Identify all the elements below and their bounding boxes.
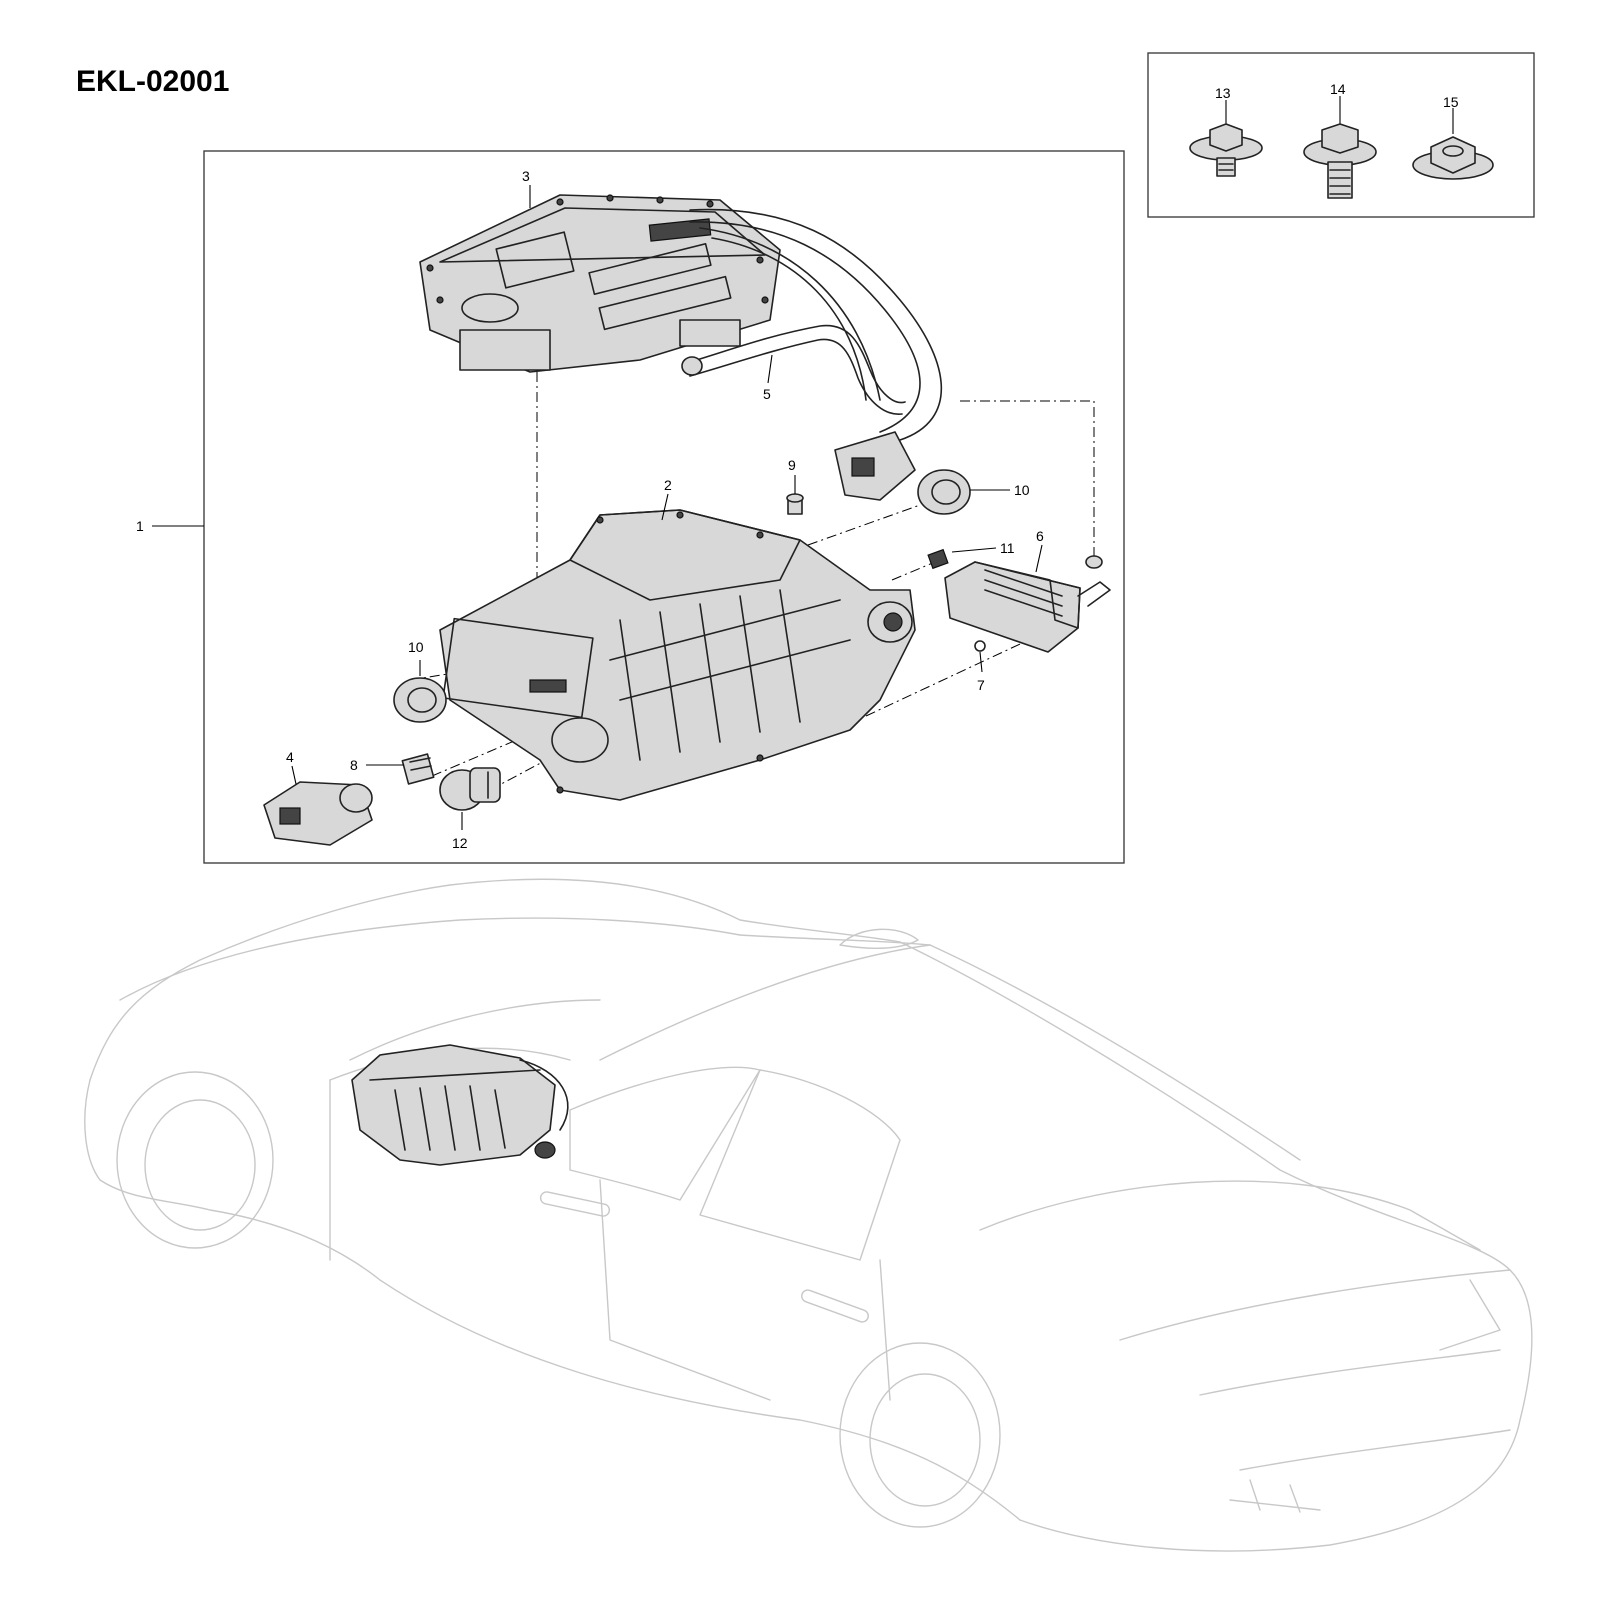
flange-bolt-icon[interactable]: [1189, 100, 1263, 177]
callout-3: 3: [522, 168, 530, 184]
callout-12: 12: [452, 835, 468, 851]
oil-cooler-icon[interactable]: [944, 555, 1111, 653]
callout-2: 2: [664, 477, 672, 493]
filter-cap-icon[interactable]: [439, 767, 501, 811]
callout-10-lower: 10: [408, 639, 424, 655]
diagram-code: EKL-02001: [76, 65, 229, 98]
callout-6: 6: [1036, 528, 1044, 544]
callout-9: 9: [788, 457, 796, 473]
seal-ring-icon[interactable]: [393, 677, 447, 723]
connector-icon[interactable]: [834, 431, 916, 501]
electric-drive-unit-icon[interactable]: [439, 509, 916, 801]
callout-13: 13: [1215, 85, 1231, 101]
callout-1: 1: [136, 518, 144, 534]
assembly-frame: 1: [136, 150, 1125, 864]
flange-bolt-icon[interactable]: [1303, 96, 1377, 199]
vent-plug-icon[interactable]: [786, 493, 804, 515]
coolant-hose-icon[interactable]: [681, 324, 906, 415]
o-ring-icon[interactable]: [974, 640, 986, 652]
vehicle-outline-icon: [84, 878, 1533, 1552]
pump-actuator-icon[interactable]: [263, 781, 373, 846]
callout-11: 11: [1000, 540, 1015, 556]
fastener-inset: 13 14 15: [1147, 52, 1535, 218]
filter-insert-icon[interactable]: [401, 753, 435, 785]
callout-8: 8: [350, 757, 358, 773]
callout-15: 15: [1443, 94, 1459, 110]
callout-10-upper: 10: [1014, 482, 1030, 498]
flange-nut-icon[interactable]: [1412, 108, 1494, 180]
installed-drive-unit-icon: [351, 1044, 569, 1166]
callout-4: 4: [286, 749, 294, 765]
callout-14: 14: [1330, 81, 1346, 97]
filter-insert-icon[interactable]: [927, 548, 949, 570]
callout-7: 7: [977, 677, 985, 693]
callout-5: 5: [763, 386, 771, 402]
inverter-icon[interactable]: [419, 194, 943, 441]
seal-ring-icon[interactable]: [917, 469, 971, 515]
